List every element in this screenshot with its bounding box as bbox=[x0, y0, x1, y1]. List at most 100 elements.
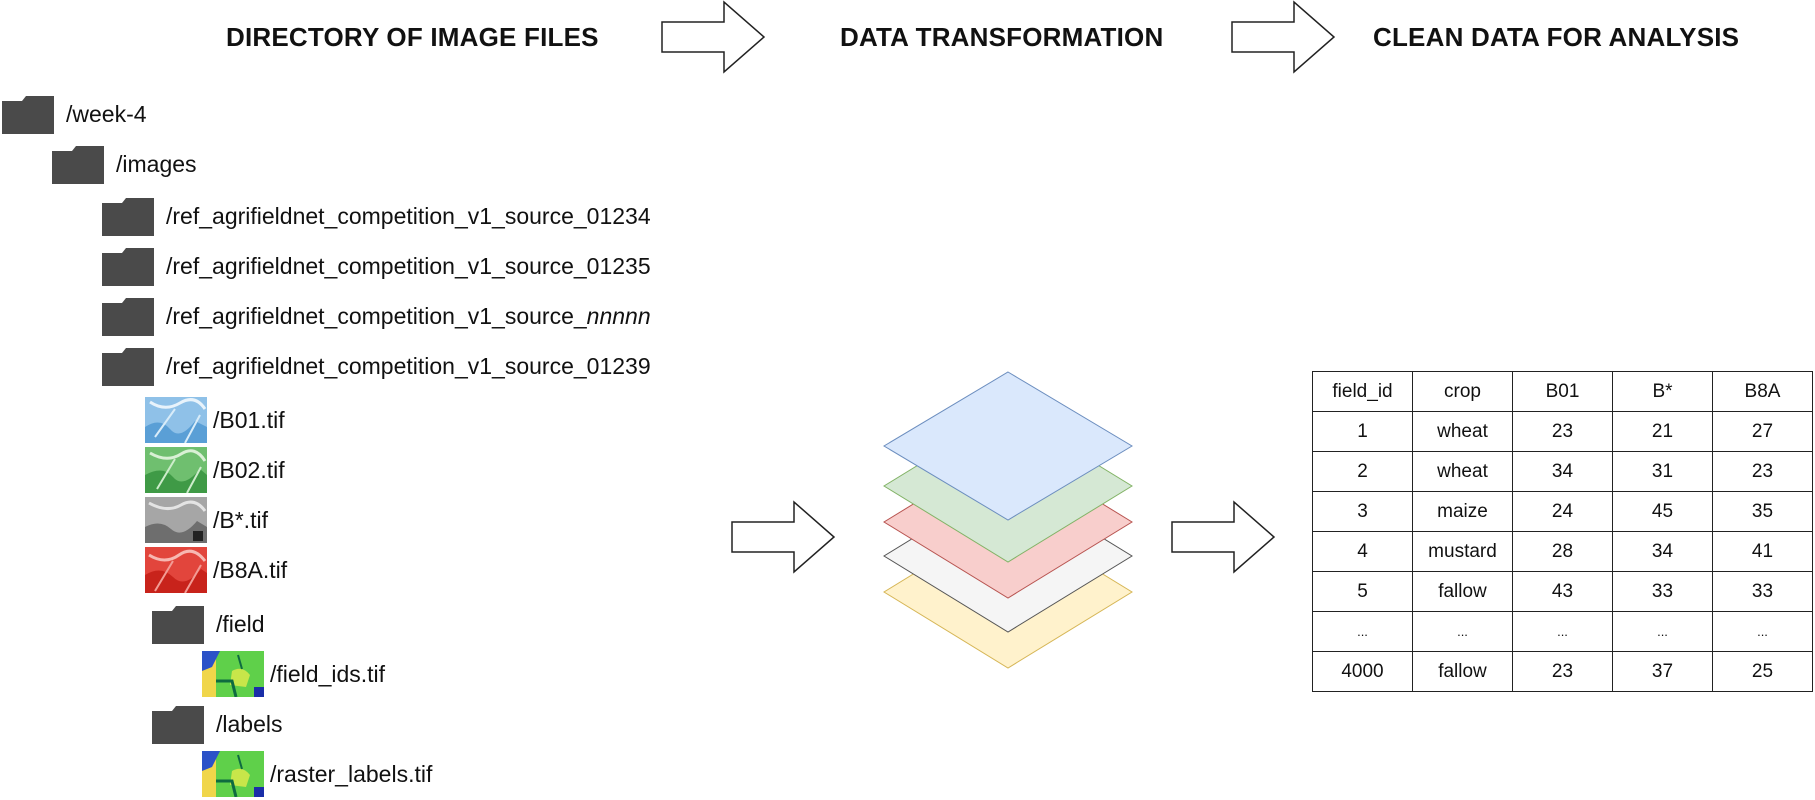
column-header: B01 bbox=[1512, 371, 1613, 412]
band-label: /B*.tif bbox=[213, 506, 268, 533]
grey-band-thumbnail-icon bbox=[145, 497, 207, 543]
table-cell: fallow bbox=[1412, 571, 1513, 612]
tree-label-source: /ref_agrifieldnet_competition_v1_source_… bbox=[166, 252, 651, 279]
labels-file-label: /raster_labels.tif bbox=[270, 760, 433, 787]
table-cell: 33 bbox=[1712, 571, 1813, 612]
table-row: 5 fallow 43 33 33 bbox=[1312, 571, 1813, 612]
tree-label-week: /week-4 bbox=[66, 100, 147, 127]
arrow-middle-1-icon bbox=[731, 500, 836, 574]
folder-icon bbox=[152, 706, 204, 744]
labels-raster-thumbnail-icon bbox=[202, 751, 264, 797]
band-label: /B8A.tif bbox=[213, 556, 288, 583]
table-cell: 25 bbox=[1712, 651, 1813, 692]
table-cell: mustard bbox=[1412, 531, 1513, 572]
heading-clean-data: CLEAN DATA FOR ANALYSIS bbox=[1373, 22, 1740, 52]
table-row-ellipsis: ... ... ... ... ... bbox=[1312, 611, 1813, 652]
table-cell: 4 bbox=[1312, 531, 1413, 572]
stacked-layers-diagram bbox=[883, 371, 1133, 669]
tree-label-field: /field bbox=[216, 610, 265, 637]
table-cell: maize bbox=[1412, 491, 1513, 532]
table-row: 4 mustard 28 34 41 bbox=[1312, 531, 1813, 572]
green-band-thumbnail-icon bbox=[145, 447, 207, 493]
table-cell: 4000 bbox=[1312, 651, 1413, 692]
table-cell: 23 bbox=[1512, 651, 1613, 692]
arrow-top-1-icon bbox=[661, 0, 766, 74]
table-row: 1 wheat 23 21 27 bbox=[1312, 411, 1813, 452]
table-cell: ... bbox=[1412, 611, 1513, 652]
tree-label-images: /images bbox=[116, 150, 197, 177]
tree-item-labels-file[interactable]: /raster_labels.tif bbox=[202, 751, 433, 797]
blue-band-thumbnail-icon bbox=[145, 397, 207, 443]
tree-item-band-bstar[interactable]: /B*.tif bbox=[145, 497, 268, 543]
table-cell: ... bbox=[1712, 611, 1813, 652]
column-header: crop bbox=[1412, 371, 1513, 412]
table-cell: ... bbox=[1512, 611, 1613, 652]
tree-item-week[interactable]: /week-4 bbox=[2, 94, 147, 134]
table-row: 2 wheat 34 31 23 bbox=[1312, 451, 1813, 492]
table-cell: wheat bbox=[1412, 451, 1513, 492]
table-cell: 21 bbox=[1612, 411, 1713, 452]
heading-directory: DIRECTORY OF IMAGE FILES bbox=[226, 22, 599, 52]
table-cell: 1 bbox=[1312, 411, 1413, 452]
tree-item-source[interactable]: /ref_agrifieldnet_competition_v1_source_… bbox=[102, 196, 651, 236]
layer-top-blue bbox=[883, 371, 1133, 521]
column-header: field_id bbox=[1312, 371, 1413, 412]
table-cell: 43 bbox=[1512, 571, 1613, 612]
tree-item-source[interactable]: /ref_agrifieldnet_competition_v1_source_… bbox=[102, 346, 651, 386]
tree-label-source: /ref_agrifieldnet_competition_v1_source_… bbox=[166, 202, 651, 229]
table-cell: wheat bbox=[1412, 411, 1513, 452]
tree-label-source: /ref_agrifieldnet_competition_v1_source_… bbox=[166, 302, 651, 329]
folder-icon bbox=[52, 146, 104, 184]
folder-icon bbox=[152, 606, 204, 644]
table-cell: 27 bbox=[1712, 411, 1813, 452]
band-label: /B02.tif bbox=[213, 456, 285, 483]
field-file-label: /field_ids.tif bbox=[270, 660, 386, 687]
table-cell: 35 bbox=[1712, 491, 1813, 532]
table-row: 4000 fallow 23 37 25 bbox=[1312, 651, 1813, 692]
column-header: B* bbox=[1612, 371, 1713, 412]
table-cell: 45 bbox=[1612, 491, 1713, 532]
folder-icon bbox=[102, 198, 154, 236]
column-header: B8A bbox=[1712, 371, 1813, 412]
heading-transformation: DATA TRANSFORMATION bbox=[840, 22, 1164, 52]
table-cell: 37 bbox=[1612, 651, 1713, 692]
tree-item-band-b02[interactable]: /B02.tif bbox=[145, 447, 285, 493]
tree-item-source[interactable]: /ref_agrifieldnet_competition_v1_source_… bbox=[102, 246, 651, 286]
table-cell: 2 bbox=[1312, 451, 1413, 492]
table-row: 3 maize 24 45 35 bbox=[1312, 491, 1813, 532]
table-cell: 28 bbox=[1512, 531, 1613, 572]
tree-item-band-b01[interactable]: /B01.tif bbox=[145, 397, 285, 443]
band-label: /B01.tif bbox=[213, 406, 285, 433]
table-cell: 34 bbox=[1512, 451, 1613, 492]
tree-item-band-b8a[interactable]: /B8A.tif bbox=[145, 547, 288, 593]
table-cell: 33 bbox=[1612, 571, 1713, 612]
tree-item-field-folder[interactable]: /field bbox=[152, 604, 265, 644]
tree-item-source[interactable]: /ref_agrifieldnet_competition_v1_source_… bbox=[102, 296, 651, 336]
clean-data-table: field_id crop B01 B* B8A 1 wheat 23 21 2… bbox=[1312, 371, 1813, 692]
table-cell: 23 bbox=[1512, 411, 1613, 452]
folder-icon bbox=[102, 348, 154, 386]
tree-item-labels-folder[interactable]: /labels bbox=[152, 704, 282, 744]
tree-label-labels: /labels bbox=[216, 710, 283, 737]
table-cell: 5 bbox=[1312, 571, 1413, 612]
table-cell: ... bbox=[1312, 611, 1413, 652]
tree-item-field-file[interactable]: /field_ids.tif bbox=[202, 651, 386, 697]
arrow-top-2-icon bbox=[1231, 0, 1336, 74]
folder-icon bbox=[2, 96, 54, 134]
tree-label-source: /ref_agrifieldnet_competition_v1_source_… bbox=[166, 352, 651, 379]
folder-icon bbox=[102, 298, 154, 336]
table-header-row: field_id crop B01 B* B8A bbox=[1312, 371, 1813, 412]
table-cell: fallow bbox=[1412, 651, 1513, 692]
tree-item-images[interactable]: /images bbox=[52, 144, 197, 184]
table-cell: ... bbox=[1612, 611, 1713, 652]
table-cell: 34 bbox=[1612, 531, 1713, 572]
table-cell: 23 bbox=[1712, 451, 1813, 492]
table-cell: 24 bbox=[1512, 491, 1613, 532]
red-band-thumbnail-icon bbox=[145, 547, 207, 593]
table-cell: 3 bbox=[1312, 491, 1413, 532]
table-cell: 31 bbox=[1612, 451, 1713, 492]
folder-icon bbox=[102, 248, 154, 286]
arrow-middle-2-icon bbox=[1171, 500, 1276, 574]
table-cell: 41 bbox=[1712, 531, 1813, 572]
field-raster-thumbnail-icon bbox=[202, 651, 264, 697]
